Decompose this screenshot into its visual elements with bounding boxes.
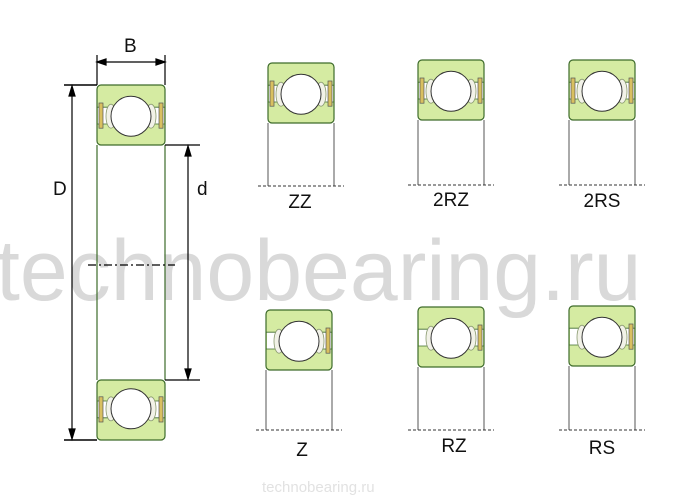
dimension-label-B: B <box>124 36 137 57</box>
bearing-variant-2rs: 2RS <box>559 59 645 212</box>
ball <box>110 388 152 430</box>
seal-left <box>419 77 425 104</box>
seal-left <box>98 102 104 129</box>
seal-right <box>477 77 483 104</box>
bearing-variant-zz: ZZ <box>258 62 344 213</box>
seal-right <box>628 77 634 104</box>
ball <box>430 317 472 359</box>
watermark-small: technobearing.ru <box>262 479 375 496</box>
bearing-variant-z: Z <box>256 309 342 461</box>
variant-label: ZZ <box>288 192 312 213</box>
bearing-variant-rs: RS <box>559 305 645 459</box>
seal-left <box>269 80 275 107</box>
seal-left <box>570 77 576 104</box>
variant-label: Z <box>296 440 308 461</box>
seal-right <box>325 327 331 354</box>
bottom-ring-section <box>96 379 166 441</box>
dimension-label-d: d <box>197 179 208 200</box>
watermark-large: technobearing.ru <box>0 223 641 319</box>
ball <box>581 316 623 358</box>
ball <box>581 70 623 112</box>
seal-right <box>628 323 634 350</box>
seal-right <box>158 396 164 423</box>
ball <box>430 70 472 112</box>
ball <box>278 320 320 362</box>
ball <box>280 73 322 115</box>
seal-right <box>477 324 483 351</box>
ball <box>110 95 152 137</box>
dimension-lines <box>64 55 200 442</box>
variant-label: RZ <box>441 436 467 457</box>
variant-label: 2RS <box>584 191 621 212</box>
variant-label: 2RZ <box>433 190 469 211</box>
main-bearing-section <box>96 84 166 441</box>
bearing-variant-rz: RZ <box>408 306 494 457</box>
dimension-label-D: D <box>53 179 67 200</box>
seal-right <box>158 102 164 129</box>
seal-right <box>327 80 333 107</box>
bearing-variant-2rz: 2RZ <box>408 59 494 211</box>
variant-label: RS <box>589 438 615 459</box>
seal-left <box>98 396 104 423</box>
